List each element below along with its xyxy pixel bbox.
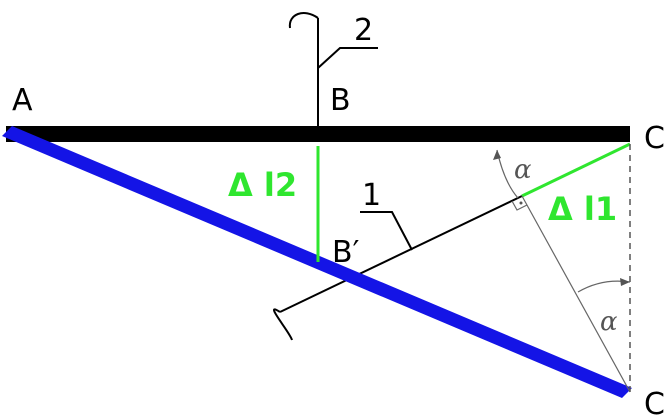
- label-point-b-prime: B′: [332, 235, 360, 270]
- leader-2: [317, 47, 378, 69]
- label-angle-alpha-top: α: [514, 155, 532, 185]
- perpendicular-line: [521, 195, 631, 393]
- label-rod-1: 1: [362, 178, 381, 213]
- leader-1: [360, 211, 413, 251]
- right-angle-mark: [511, 200, 528, 211]
- label-point-c-prime: C: [644, 387, 665, 419]
- label-delta-l1: Δ l1: [548, 190, 617, 228]
- angle-arc-bottom-arrow: [620, 278, 630, 286]
- angle-arc-top-arrow: [493, 150, 501, 160]
- label-angle-alpha-bottom: α: [600, 307, 618, 337]
- label-rod-2: 2: [354, 13, 373, 48]
- rod-1-break-mark: [273, 308, 293, 341]
- label-point-a: A: [12, 83, 33, 118]
- rod-2-break-mark: [288, 12, 319, 29]
- label-point-b: B: [330, 83, 351, 118]
- deformation-dl1-line: [521, 142, 631, 198]
- beam-original: [6, 126, 630, 142]
- right-angle-dot: [519, 201, 523, 205]
- label-point-c: C: [644, 121, 665, 156]
- label-delta-l2: Δ l2: [228, 166, 297, 204]
- rod-1: [279, 195, 523, 313]
